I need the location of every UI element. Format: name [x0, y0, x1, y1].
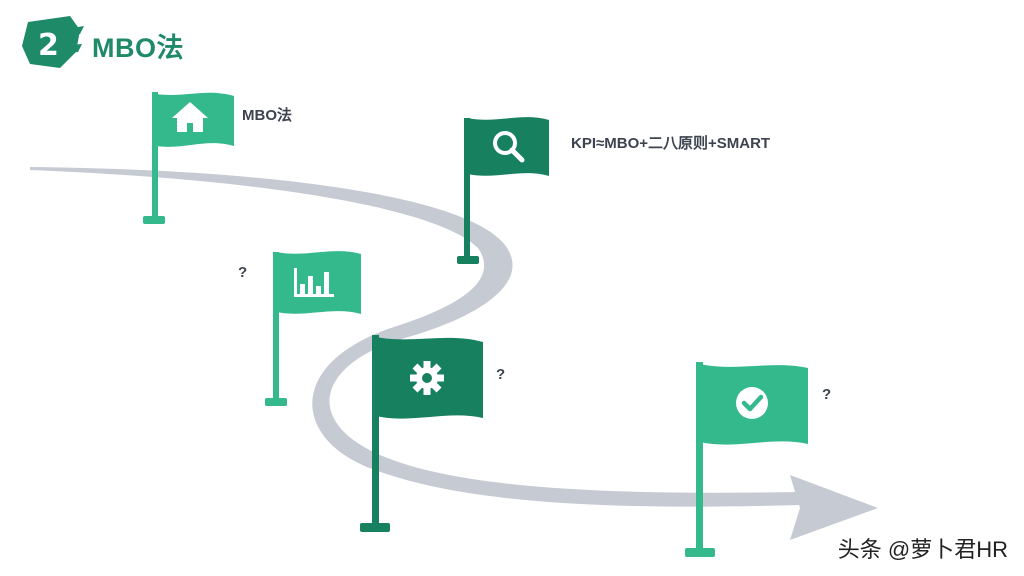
flag-label-search: KPI≈MBO+二八原则+SMART	[571, 135, 771, 152]
flag-label-bar-chart: ?	[238, 264, 248, 281]
bar-chart-icon	[294, 268, 334, 297]
page-title: MBO法	[92, 33, 184, 63]
flag-label-check: ?	[822, 386, 832, 403]
search-icon	[493, 131, 525, 163]
check-circle-icon	[736, 387, 768, 419]
flag-home	[143, 92, 234, 224]
flag-label-gear: ?	[496, 366, 506, 383]
flag-label-home: MBO法	[242, 107, 292, 124]
step-badge: 2	[22, 16, 84, 68]
badge-number: 2	[38, 28, 59, 63]
flag-gear	[360, 335, 483, 532]
watermark: 头条 @萝卜君HR	[837, 537, 1008, 562]
flag-search	[457, 117, 549, 264]
home-icon	[172, 102, 208, 132]
gear-icon	[410, 361, 444, 395]
flag-bar-chart	[265, 251, 361, 406]
flag-check	[685, 362, 808, 557]
road-arrowhead	[790, 475, 878, 540]
